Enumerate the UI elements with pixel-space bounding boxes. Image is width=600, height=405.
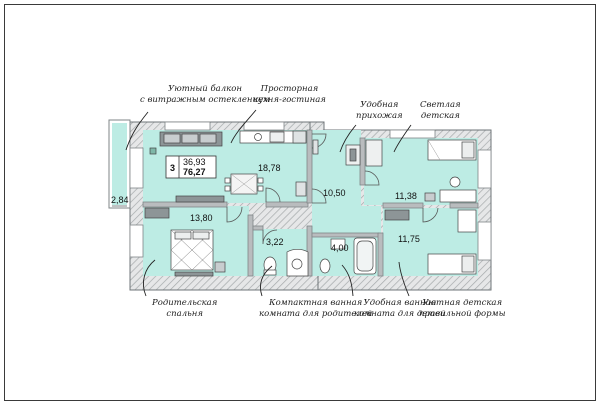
kids-bath-area-label: 4,00: [331, 243, 349, 253]
window-kitchen-top-2: [243, 121, 285, 131]
hall-fixtures: [312, 139, 361, 166]
wall-kitchen-bedroom-right: [265, 201, 309, 208]
wall-hall-bath-left: [306, 225, 313, 277]
note-balcony-line2: с витражным остеклением: [140, 95, 271, 105]
area-info-box: [165, 155, 217, 179]
kids-desk-1: [439, 189, 477, 203]
balcony-area-label: 2,84: [111, 195, 129, 205]
wall-hall-kids: [359, 137, 366, 186]
bedroom-furniture: [144, 207, 226, 277]
rooms-count-label: 3: [170, 163, 175, 173]
window-kitchen-top: [164, 121, 211, 131]
hall-floor-lower: [312, 206, 381, 233]
door-kids2-swing: [422, 207, 439, 223]
kids-sink-icon: [330, 238, 346, 250]
pointer-kids-bright: [393, 124, 412, 153]
note-kids-bath-line2: комната для детей: [354, 309, 446, 319]
note-hall: Удобная прихожая: [356, 100, 403, 122]
note-kids-bright-line2: детская: [420, 111, 460, 121]
armchair: [295, 181, 307, 197]
note-parent-bedroom-line2: спальня: [166, 309, 203, 319]
kids-room2-area-label: 11,75: [398, 234, 420, 244]
kids-desk-2: [457, 209, 477, 233]
wall-bath-top: [252, 225, 264, 231]
wall-kids-divider-right: [449, 202, 479, 209]
note-kids-bath-line1: Удобная ванная: [363, 298, 437, 308]
door-hall-kitchen: [311, 188, 327, 204]
note-balcony: Уютный балкон с витражным остеклением: [140, 84, 270, 106]
parent-bath-fixtures: [263, 248, 309, 277]
pointer-kids-bath: [341, 264, 354, 297]
note-kids-bath: Удобная ванная комната для детей: [354, 298, 446, 320]
wall-bedroom-bath: [247, 214, 254, 277]
hall-mirror: [312, 139, 319, 155]
note-kitchen: Просторная кухня-гостиная: [253, 84, 326, 106]
note-kids-shape: Уютная детская правильной формы: [419, 298, 506, 320]
note-balcony-line1: Уютный балкон: [168, 84, 242, 94]
window-bedroom-left: [129, 224, 144, 258]
kids-chair-1: [449, 176, 461, 188]
note-parent-bedroom-line1: Родительская: [152, 298, 218, 308]
kitchen-living-area-label: 18,78: [258, 163, 281, 173]
plant-icon: [149, 147, 157, 155]
note-parent-bath: Компактная ванная комната для родителей: [259, 298, 372, 320]
pointer-kitchen: [230, 109, 257, 144]
living-area-label: 36,93: [183, 157, 206, 167]
note-kitchen-line1: Просторная: [260, 84, 319, 94]
note-kids-bright: Светлая детская: [420, 100, 461, 122]
wall-kitchen-hall: [306, 129, 313, 204]
nightstand: [214, 261, 226, 273]
pointer-parent-bedroom: [143, 259, 156, 297]
note-kids-shape-line2: правильной формы: [419, 309, 506, 319]
note-parent-bath-line2: комната для родителей: [259, 309, 373, 319]
wall-kitchen-bedroom-left: [142, 201, 228, 208]
stove-icon: [269, 131, 285, 143]
door-kitchen-swing: [265, 187, 281, 203]
page-frame: [4, 4, 596, 401]
kids-room1-furniture: [365, 139, 477, 203]
pointer-hall: [339, 124, 357, 153]
kids-toilet-icon: [319, 258, 331, 274]
window-kids2-right: [477, 221, 492, 261]
pointer-balcony: [125, 111, 149, 151]
wall-kidsbath-right: [377, 232, 384, 277]
note-parent-bath-line1: Компактная ванная: [268, 298, 363, 308]
note-kids-shape-line1: Уютная детская: [422, 298, 503, 308]
pointer-kids-shape: [398, 261, 410, 297]
note-kids-bright-line1: Светлая: [420, 100, 461, 110]
wall-kids-divider-left: [382, 202, 424, 209]
kids-toy-icon: [424, 192, 436, 202]
wall-kidsbath-top: [311, 232, 380, 238]
kids-room1-area-label: 11,38: [395, 191, 417, 201]
door-bedroom-swing: [226, 206, 243, 223]
door-kids1-swing: [364, 170, 380, 186]
kids-wardrobe-1: [365, 139, 383, 167]
sink-icon: [254, 133, 262, 141]
note-hall-line1: Удобная: [360, 100, 399, 110]
fridge: [292, 130, 307, 144]
door-parent-bath-swing: [262, 229, 278, 245]
note-kitchen-line2: кухня-гостиная: [253, 95, 326, 105]
hall-area-label: 10,50: [323, 188, 346, 198]
note-hall-line2: прихожая: [356, 111, 403, 121]
bedroom-shelf: [174, 271, 214, 277]
window-kids1-right: [477, 149, 492, 189]
total-area-label: 76,27: [183, 167, 206, 177]
window-balcony-door: [129, 147, 144, 189]
pointer-parent-bath: [260, 265, 273, 297]
wardrobe: [144, 207, 170, 219]
parent-bath-area-label: 3,22: [266, 237, 284, 247]
kids-room2-furniture: [384, 209, 477, 275]
kids-wardrobe-2: [384, 209, 410, 221]
kids-bath-fixtures: [319, 237, 377, 275]
tv-stand: [175, 195, 225, 203]
note-parent-bedroom: Родительская спальня: [152, 298, 217, 320]
window-kids1-top: [389, 129, 436, 139]
parent-bedroom-area-label: 13,80: [190, 213, 213, 223]
kitchen-furniture: [149, 130, 307, 203]
